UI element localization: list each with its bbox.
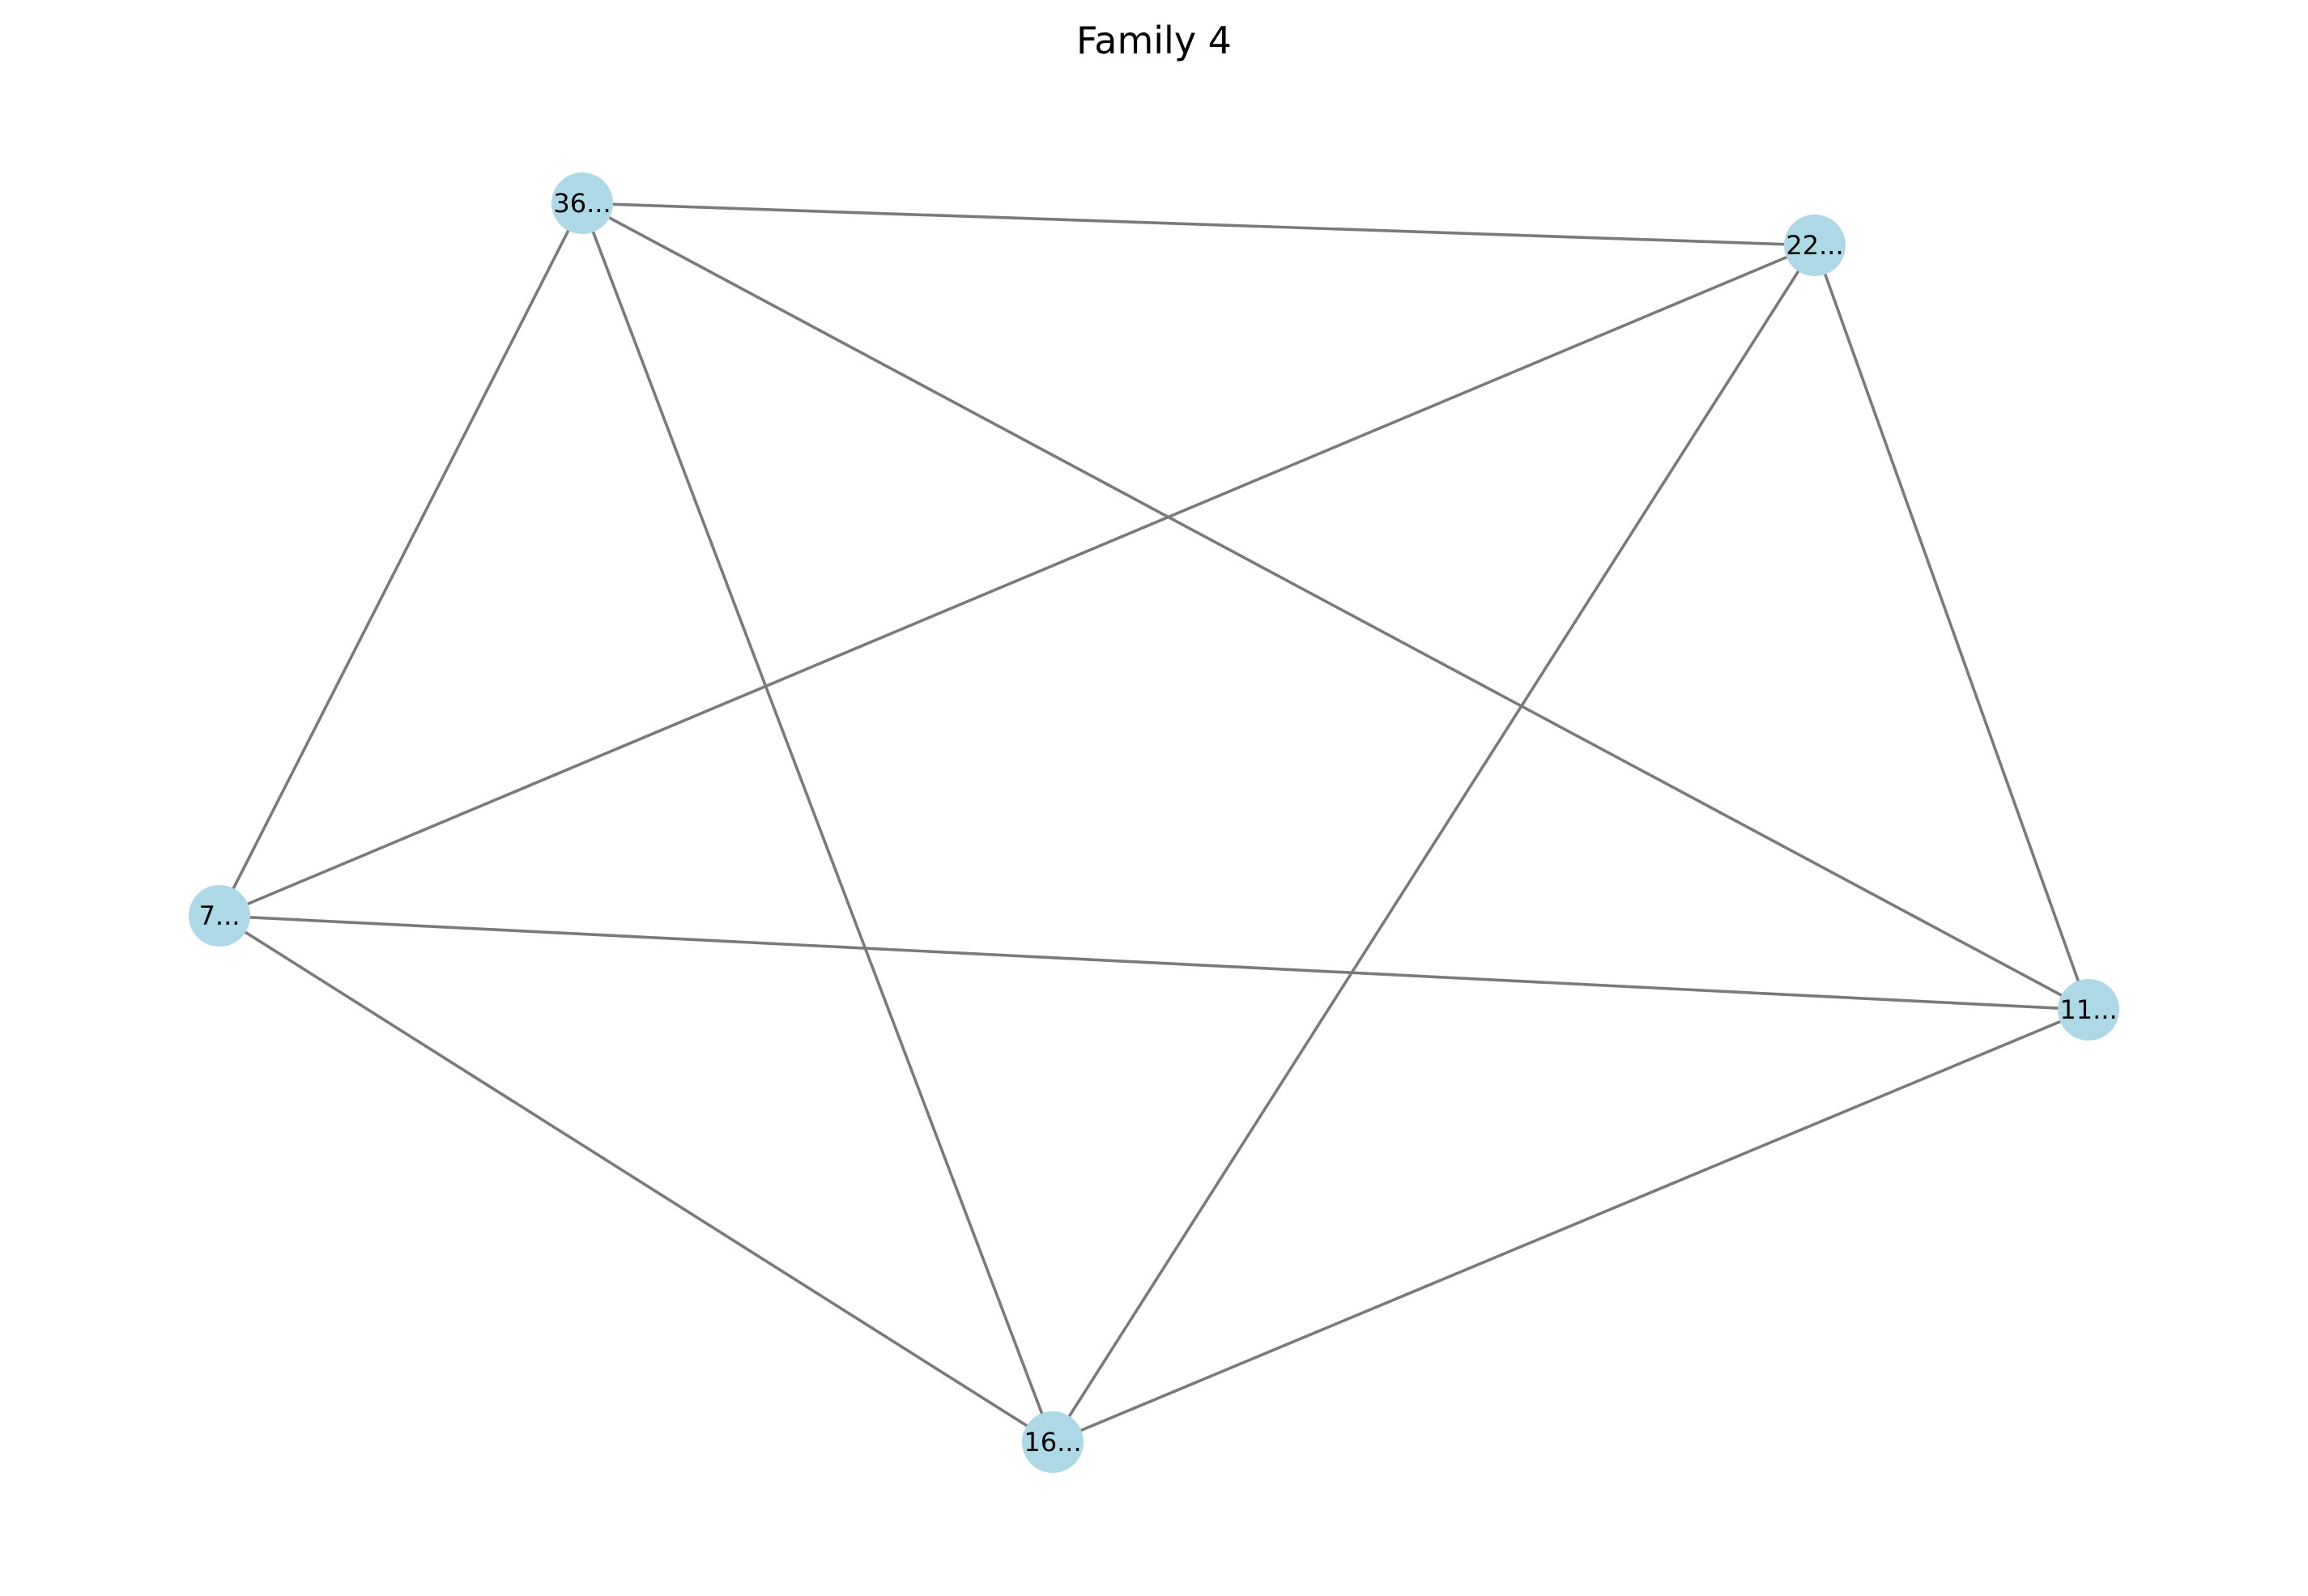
node-label: 36... — [553, 188, 611, 219]
graph-title: Family 4 — [1076, 19, 1232, 62]
node-n11: 11... — [2058, 979, 2119, 1041]
nodes-layer: 36... 22... 7... 11... 16... — [189, 172, 2119, 1473]
node-circle — [2058, 979, 2119, 1041]
node-label: 7... — [199, 900, 241, 931]
edge-n22-n16 — [1051, 245, 1816, 1443]
node-circle — [189, 885, 250, 947]
edge-n22-n7 — [219, 244, 1816, 917]
edge-n36-n7 — [218, 202, 584, 917]
edge-n22-n11 — [1813, 245, 2090, 1011]
node-circle — [551, 172, 613, 234]
node-circle — [1784, 215, 1846, 276]
node-label: 16... — [1024, 1427, 1081, 1458]
node-circle — [1022, 1411, 1084, 1473]
node-n22: 22... — [1784, 215, 1846, 276]
edge-n36-n16 — [581, 202, 1054, 1443]
node-label: 22... — [1786, 230, 1843, 261]
edge-n7-n16 — [219, 914, 1054, 1444]
node-n36: 36... — [551, 172, 613, 234]
edge-n7-n11 — [219, 914, 2089, 1011]
edges-layer — [218, 202, 2090, 1444]
node-n7: 7... — [189, 885, 250, 947]
node-n16: 16... — [1022, 1411, 1084, 1473]
edge-n36-n22 — [581, 202, 1816, 247]
edge-n36-n11 — [581, 202, 2089, 1011]
node-label: 11... — [2059, 994, 2117, 1025]
edge-n16-n11 — [1052, 1008, 2089, 1444]
